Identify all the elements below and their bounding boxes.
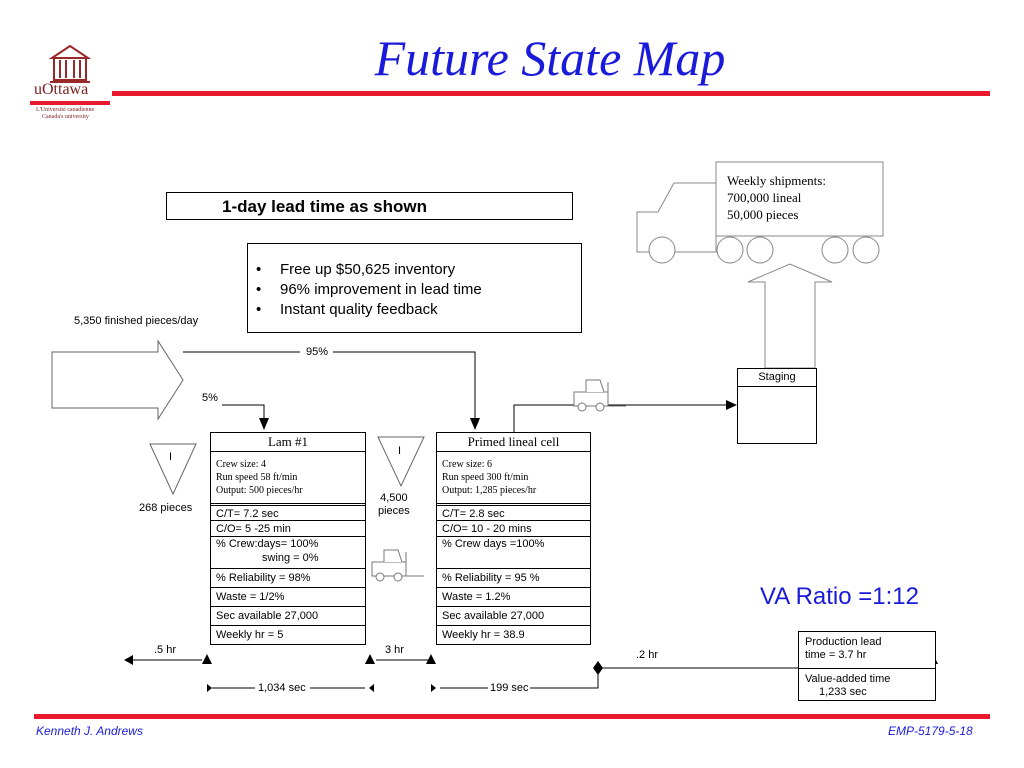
- split-95-label: 95%: [306, 346, 329, 358]
- inventory-symbol: I: [398, 445, 402, 457]
- inventory-label: 268 pieces: [139, 502, 193, 514]
- logo: uOttawa L'Université canadienne Canada's…: [30, 38, 110, 128]
- lead-time-summary: Production lead time = 3.7 hr Value-adde…: [798, 631, 936, 701]
- flow-line-95b: [333, 351, 476, 418]
- header-divider: [112, 91, 990, 96]
- footer-author: Kenneth J. Andrews: [36, 724, 143, 738]
- process-title: Lam #1: [267, 434, 309, 449]
- page-title: Future State Map: [374, 30, 726, 86]
- benefit-item: 96% improvement in lead time: [248, 280, 581, 300]
- benefits-box: Free up $50,625 inventory 96% improvemen…: [247, 243, 582, 333]
- footer-divider: [34, 714, 990, 719]
- inventory-triangle-icon: [377, 436, 425, 488]
- forklift-icon: [371, 549, 424, 582]
- staging-box: Staging: [737, 368, 817, 444]
- timeline: [133, 659, 932, 689]
- truck-icon: [636, 161, 884, 264]
- timeline-label: 199 sec: [490, 682, 529, 694]
- logo-line-2: Canada's university: [42, 114, 89, 120]
- benefit-item: Instant quality feedback: [248, 300, 581, 320]
- flow-line-5: [222, 404, 265, 418]
- lam-process-box: Lam #1 Crew size: 4 Run speed 58 ft/min …: [210, 432, 366, 645]
- benefit-item: Free up $50,625 inventory: [248, 260, 581, 280]
- shipping-arrow-icon: [747, 263, 833, 369]
- process-title: Primed lineal cell: [467, 434, 560, 449]
- lead-time-banner: 1-day lead time as shown: [166, 192, 573, 220]
- forklift-icon: [573, 379, 626, 412]
- inventory-symbol: I: [169, 451, 173, 463]
- timeline-label: 3 hr: [385, 644, 404, 656]
- footer-code: EMP-5179-5-18: [888, 724, 973, 738]
- va-ratio: VA Ratio =1:12: [760, 583, 919, 610]
- timeline-label: .5 hr: [154, 644, 177, 656]
- shipment-info: Weekly shipments: 700,000 lineal 50,000 …: [727, 173, 826, 222]
- customer-arrow-icon: [51, 339, 184, 421]
- split-5-label: 5%: [202, 392, 218, 404]
- university-building-icon: [48, 44, 92, 83]
- inventory-triangle-icon: [149, 443, 197, 496]
- inventory-label: 4,500 pieces: [378, 492, 410, 517]
- logo-name: uOttawa: [34, 81, 89, 98]
- timeline-label: 1,034 sec: [258, 682, 306, 694]
- finished-pieces-label: 5,350 finished pieces/day: [74, 315, 199, 327]
- primed-process-box: Primed lineal cell Crew size: 6 Run spee…: [436, 432, 591, 645]
- flow-line-staging: [513, 404, 728, 432]
- logo-line-1: L'Université canadienne: [36, 107, 95, 113]
- timeline-label: .2 hr: [636, 649, 659, 661]
